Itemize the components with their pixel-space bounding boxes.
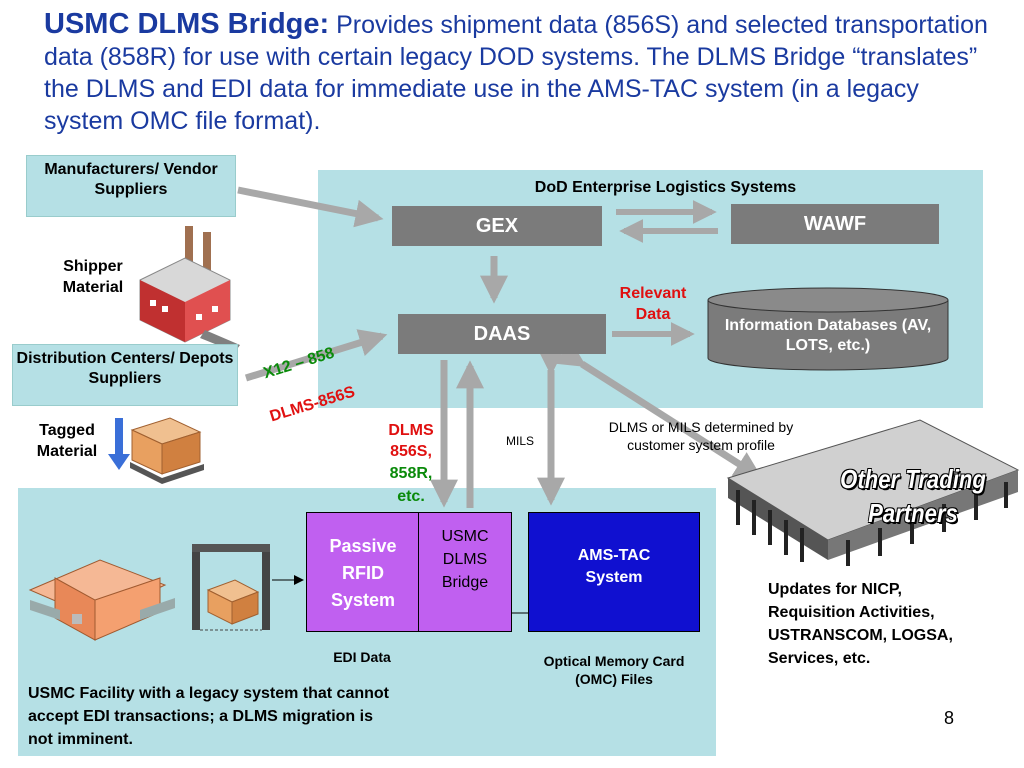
dlms-label-2: 856S, [390,443,432,460]
tagged-material-label: Tagged Material [36,422,98,460]
omc-files-label: Optical Memory Card (OMC) Files [543,653,685,687]
trading-partners-building-icon [726,419,1020,566]
ams-tac-box: AMS-TAC System [528,512,700,632]
daas-box: DAAS [398,314,606,354]
page-title: USMC DLMS Bridge: Provides shipment data… [44,8,1004,137]
dlms-label-4: etc. [397,488,425,505]
dlms-label-3: 858R, [389,465,433,482]
arrow-distribution-daas [244,329,388,382]
passive-rfid-box: Passive RFID System [306,512,420,632]
passive-rfid-label: Passive RFID System [329,536,397,610]
page-number: 8 [944,708,955,728]
info-db-label: Information Databases (AV, LOTS, etc.) [724,317,932,354]
rfid-portal-icon [192,544,270,631]
shipper-material-label: Shipper Material [62,258,124,296]
gex-box: GEX [392,206,602,246]
gex-label: GEX [475,215,519,237]
title-text: Provides shipment data (856S) and select… [44,11,988,135]
arrow-manufacturers-gex [237,186,384,228]
updates-text: Updates for NICP, Requisition Activities… [768,581,953,667]
usmc-bridge-box: USMC DLMS Bridge [418,512,512,632]
dlms-label-1: DLMS [388,422,434,439]
mils-label: MILS [506,434,535,448]
profile-note: DLMS or MILS determined by customer syst… [608,419,794,453]
distribution-box: Distribution Centers/ Depots Suppliers [12,344,238,406]
wawf-label: WAWF [803,213,867,235]
title-bold: USMC DLMS Bridge [44,8,320,40]
edi-data-label: EDI Data [333,649,391,665]
tagged-arrow-icon [108,418,130,470]
ams-tac-label: AMS-TAC System [577,547,651,586]
relevant-data-label: Relevant Data [619,285,687,323]
trading-partners-label: Other Trading Partners [840,464,986,528]
dod-panel-title: DoD Enterprise Logistics Systems [534,179,797,196]
manufacturers-box: Manufacturers/ Vendor Suppliers [26,155,236,217]
arrow-daas-partners [555,340,763,480]
daas-label: DAAS [473,323,531,345]
factory-icon [139,226,240,352]
facility-description: USMC Facility with a legacy system that … [28,685,389,748]
warehouse-icon [28,559,175,641]
usmc-bridge-label: USMC DLMS Bridge [441,528,489,591]
title-colon: : [319,8,330,40]
wawf-box: WAWF [731,204,939,244]
database-cylinder [707,287,949,371]
crate-pallet-icon [130,417,204,484]
